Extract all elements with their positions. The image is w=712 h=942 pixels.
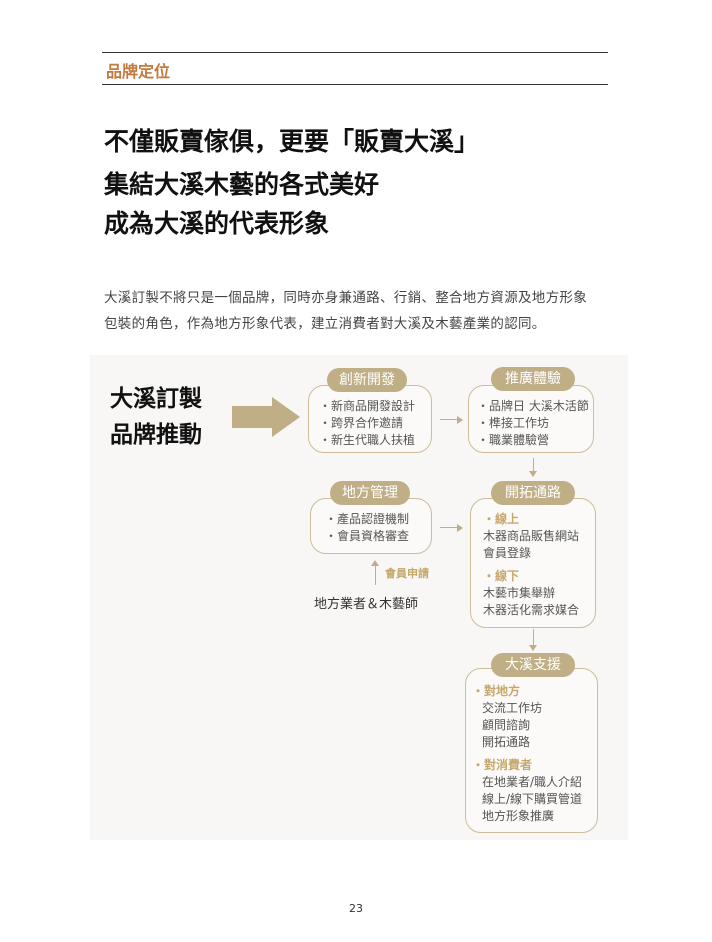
arrow-right-icon bbox=[457, 416, 463, 424]
local-management-box: ・產品認證機制 ・會員資格審查 bbox=[310, 498, 432, 554]
offline-label: ・線下 bbox=[483, 569, 520, 583]
channels-item: 木藝市集舉辦 bbox=[483, 586, 556, 600]
arrow-line bbox=[533, 629, 534, 647]
top-rule bbox=[102, 52, 608, 53]
support-item: 在地業者/職人介紹 bbox=[482, 775, 583, 789]
innovation-item: ・新商品開發設計 bbox=[319, 399, 416, 413]
support-item: 開拓通路 bbox=[482, 735, 531, 749]
arrow-down-icon bbox=[529, 645, 537, 651]
big-arrow-icon bbox=[272, 397, 300, 437]
local-support-label: ・對地方 bbox=[472, 684, 521, 698]
paragraph-line-1: 大溪訂製不將只是一個品牌，同時亦身兼通路、行銷、整合地方資源及地方形象 bbox=[104, 290, 587, 306]
channels-item: 會員登錄 bbox=[483, 546, 532, 560]
promotion-item: ・品牌日 大溪木活節 bbox=[477, 399, 589, 413]
headline-line-1: 不僅販賣傢俱，更要「販賣大溪」 bbox=[104, 127, 480, 156]
lead-line-1: 大溪訂製 bbox=[110, 386, 202, 412]
local-management-title: 地方管理 bbox=[330, 481, 410, 505]
innovation-item: ・新生代職人扶植 bbox=[319, 433, 416, 447]
arrow-line bbox=[440, 419, 458, 420]
promotion-title: 推廣體驗 bbox=[491, 367, 575, 391]
innovation-title: 創新開發 bbox=[327, 368, 407, 392]
page-number: 23 bbox=[349, 902, 363, 915]
support-item: 線上/線下購買管道 bbox=[482, 792, 583, 806]
arrow-line bbox=[533, 458, 534, 472]
support-box: ・對地方 交流工作坊 顧問諮詢 開拓通路 ・對消費者 在地業者/職人介紹 線上/… bbox=[465, 668, 598, 833]
promotion-item: ・榫接工作坊 bbox=[477, 416, 550, 430]
arrow-right-icon bbox=[457, 524, 463, 532]
headline-line-3: 成為大溪的代表形象 bbox=[104, 209, 330, 238]
arrow-line bbox=[375, 565, 376, 585]
support-item: 地方形象推廣 bbox=[482, 809, 555, 823]
big-arrow-shaft bbox=[232, 406, 272, 428]
section-title: 品牌定位 bbox=[106, 62, 171, 81]
member-apply-label: 會員申請 bbox=[385, 567, 429, 580]
headline-line-2: 集結大溪木藝的各式美好 bbox=[104, 170, 380, 199]
local-management-item: ・產品認證機制 bbox=[325, 512, 410, 526]
innovation-box: ・新商品開發設計 ・跨界合作邀請 ・新生代職人扶植 bbox=[308, 385, 432, 453]
online-label: ・線上 bbox=[483, 512, 520, 526]
lead-line-2: 品牌推動 bbox=[110, 422, 202, 448]
support-title: 大溪支援 bbox=[491, 653, 575, 677]
arrow-line bbox=[440, 527, 458, 528]
local-makers-label: 地方業者＆木藝師 bbox=[314, 597, 419, 612]
channels-item: 木器商品販售網站 bbox=[483, 529, 580, 543]
section-rule bbox=[102, 84, 608, 85]
arrow-down-icon bbox=[529, 471, 537, 477]
local-management-item: ・會員資格審查 bbox=[325, 529, 410, 543]
channels-item: 木器活化需求媒合 bbox=[483, 603, 580, 617]
channels-title: 開拓通路 bbox=[491, 481, 575, 505]
channels-box: ・線上 木器商品販售網站 會員登錄 ・線下 木藝市集舉辦 木器活化需求媒合 bbox=[470, 498, 596, 628]
arrow-up-icon bbox=[371, 560, 379, 566]
innovation-item: ・跨界合作邀請 bbox=[319, 416, 404, 430]
paragraph-line-2: 包裝的角色，作為地方形象代表，建立消費者對大溪及木藝產業的認同。 bbox=[104, 316, 546, 332]
consumer-support-label: ・對消費者 bbox=[472, 758, 533, 772]
brand-diagram: 大溪訂製 品牌推動 ・新商品開發設計 ・跨界合作邀請 ・新生代職人扶植 創新開發… bbox=[90, 355, 628, 840]
support-item: 交流工作坊 bbox=[482, 701, 543, 715]
promotion-box: ・品牌日 大溪木活節 ・榫接工作坊 ・職業體驗營 bbox=[468, 385, 594, 453]
promotion-item: ・職業體驗營 bbox=[477, 433, 550, 447]
support-item: 顧問諮詢 bbox=[482, 718, 531, 732]
